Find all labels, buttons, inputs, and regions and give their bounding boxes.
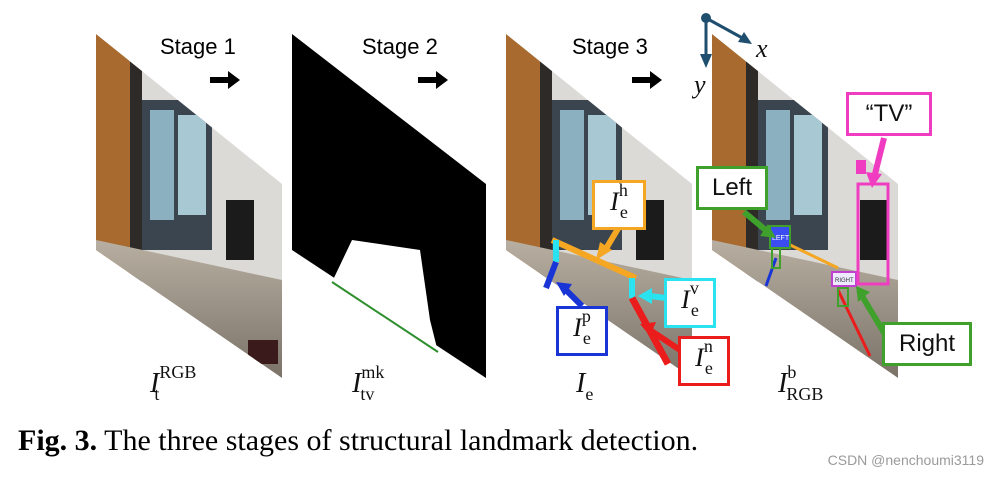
panel-rgb-image	[96, 34, 282, 378]
panel-4-math-label: IbRGB	[778, 362, 824, 404]
stage-2-arrow-icon	[418, 71, 448, 89]
callout-perpendicular-edge: Ipe	[556, 306, 608, 356]
watermark: CSDN @nenchoumi3119	[827, 452, 984, 468]
figure-number: Fig. 3.	[18, 424, 98, 457]
callout-horizontal-edge: Ihe	[592, 180, 646, 230]
panel-rgb-boxes-image: LEFT RIGHT	[700, 13, 898, 378]
panel-1-math-label: IRGBt	[150, 362, 197, 404]
callout-right-text: Right	[898, 330, 956, 357]
y-axis-label: y	[694, 70, 706, 99]
panel-2-math-label: Imktv	[352, 362, 385, 404]
panel-3-math-label: Ie	[576, 368, 594, 404]
left-sign-text: LEFT	[772, 235, 790, 242]
callout-vertical-edge: Ive	[664, 278, 716, 328]
right-sign-text: RIGHT	[835, 278, 854, 284]
mask-edge-line	[331, 281, 439, 353]
callout-left-text: Left	[711, 174, 753, 201]
caption-text: The three stages of structural landmark …	[97, 424, 699, 457]
x-axis-label: x	[756, 34, 768, 63]
figure-caption: Fig. 3. The three stages of structural l…	[18, 424, 698, 458]
stage-1-arrow-icon	[210, 71, 240, 89]
edge-perpendicular-line	[543, 260, 559, 290]
callout-negative-edge: Ine	[678, 336, 730, 386]
stage-3-arrow-icon	[632, 71, 662, 89]
callout-tv-text: “TV”	[865, 100, 913, 127]
stage-3-label: Stage 3	[572, 34, 648, 59]
stage-1-label: Stage 1	[160, 34, 236, 59]
edge-horizontal-line	[550, 237, 638, 281]
callout-left-sign: Left	[696, 166, 768, 210]
figure: Stage 1 Stage 2 Stage 3	[96, 13, 972, 404]
panel-mask-image	[292, 34, 486, 378]
right-sign-box	[831, 271, 857, 287]
callout-tv: “TV”	[846, 92, 932, 136]
stage-2-label: Stage 2	[362, 34, 438, 59]
callout-right-sign: Right	[882, 322, 972, 366]
